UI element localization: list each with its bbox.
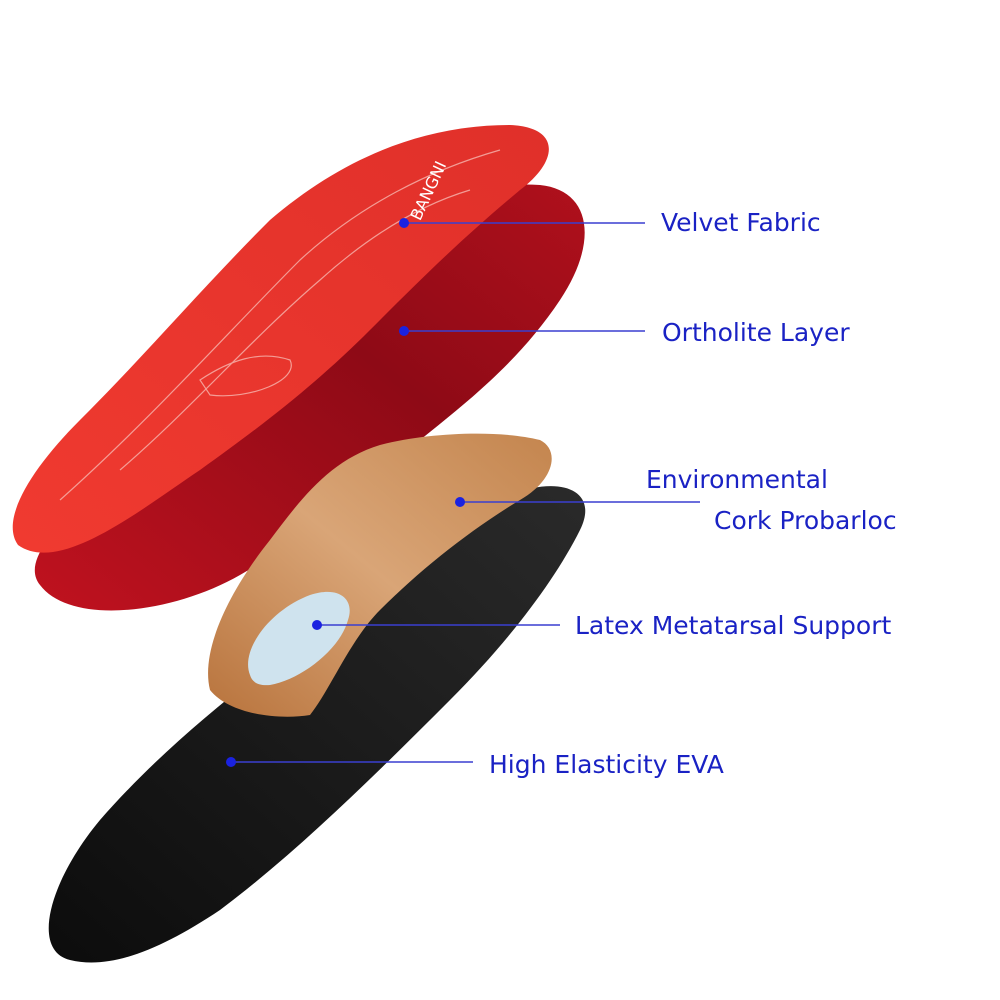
ortholite-layer-shape — [34, 184, 585, 611]
label-latex-support: Latex Metatarsal Support — [575, 611, 892, 640]
callout-dot-ortholite — [399, 326, 409, 336]
callout-dot-latex — [312, 620, 322, 630]
callout-dot-cork — [455, 497, 465, 507]
label-cork-line1: Environmental — [646, 465, 828, 494]
callout-dots — [226, 218, 465, 767]
label-ortholite-layer: Ortholite Layer — [662, 318, 850, 347]
callout-dot-eva — [226, 757, 236, 767]
label-cork-line2: Cork Probarloc — [714, 506, 897, 535]
callout-dot-velvet — [399, 218, 409, 228]
label-velvet-fabric: Velvet Fabric — [661, 208, 821, 237]
callout-lines — [231, 222, 700, 763]
label-high-elasticity-eva: High Elasticity EVA — [489, 750, 724, 779]
eva-layer-shape — [48, 486, 586, 963]
metatarsal-pad-shape — [248, 591, 350, 686]
contour-lines — [59, 149, 501, 501]
